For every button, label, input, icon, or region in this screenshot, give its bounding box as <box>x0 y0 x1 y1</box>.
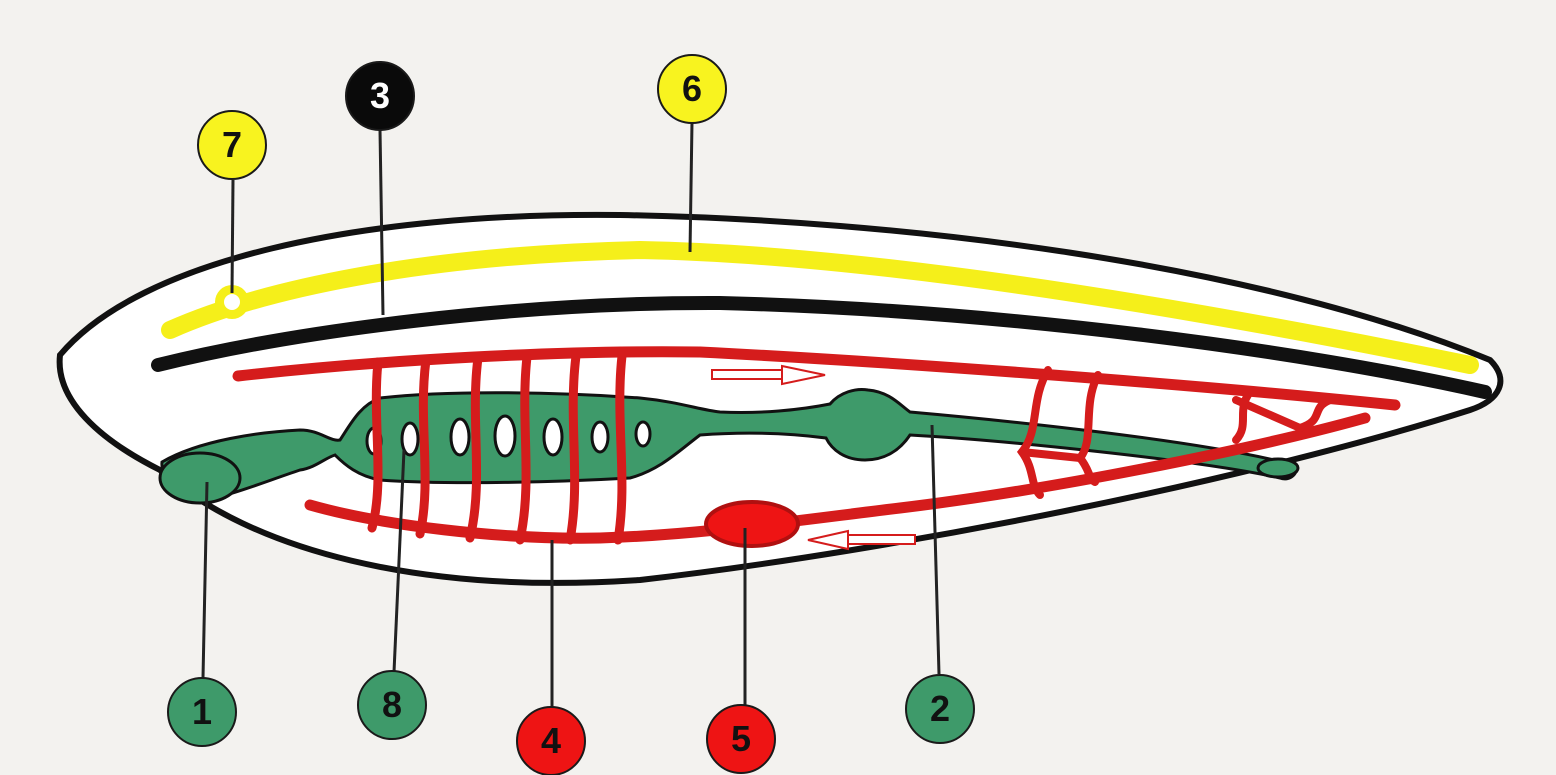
label-text-7: 7 <box>222 127 242 163</box>
leader-line-7 <box>232 180 233 293</box>
label-text-8: 8 <box>382 687 402 723</box>
label-marker-7: 7 <box>197 110 267 180</box>
label-marker-6: 6 <box>657 54 727 124</box>
label-marker-4: 4 <box>516 706 586 775</box>
leader-line-6 <box>690 122 692 252</box>
label-marker-5: 5 <box>706 704 776 774</box>
label-text-4: 4 <box>541 723 561 759</box>
brain-vesicle-lumen <box>224 294 240 310</box>
heart <box>706 502 798 546</box>
label-marker-3: 3 <box>345 61 415 131</box>
label-text-5: 5 <box>731 721 751 757</box>
label-text-2: 2 <box>930 691 950 727</box>
label-marker-1: 1 <box>167 677 237 747</box>
label-marker-8: 8 <box>357 670 427 740</box>
leader-line-1 <box>203 482 207 678</box>
label-text-1: 1 <box>192 694 212 730</box>
label-marker-2: 2 <box>905 674 975 744</box>
label-text-6: 6 <box>682 71 702 107</box>
label-text-3: 3 <box>370 78 390 114</box>
